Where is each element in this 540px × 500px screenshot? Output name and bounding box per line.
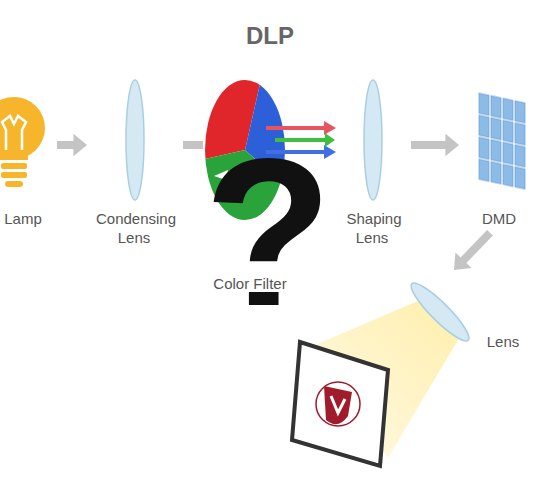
projection-lens-node: Lens — [398, 272, 536, 352]
component-label: Lamp — [2, 210, 44, 227]
component-label: Color Filter — [211, 275, 288, 292]
projection-lens — [405, 277, 474, 346]
dmd-chip — [478, 92, 526, 190]
component-label: DMD — [480, 210, 518, 227]
illustration-slot — [130, 75, 140, 210]
light-path-arrow — [183, 145, 203, 146]
arrow-head — [73, 134, 87, 156]
lamp-icon — [0, 97, 45, 187]
shaping-lens-node: Shaping Lens — [338, 75, 408, 248]
condensing-lens-node: Condensing Lens — [90, 75, 180, 248]
dmd-node: DMD — [462, 85, 536, 229]
color-filter-node: Color Filter — [198, 75, 302, 294]
light-path-arrow — [454, 233, 490, 270]
illustration-slot — [18, 85, 28, 210]
question-mark: ? — [204, 128, 332, 338]
illustration-slot — [398, 272, 478, 352]
light-path-arrow — [411, 134, 459, 156]
diagram-title: DLP — [220, 22, 320, 50]
lamp-node: Lamp — [0, 85, 54, 229]
arrow-shaft — [57, 141, 74, 149]
arrow-shaft — [463, 233, 490, 261]
illustration-slot — [368, 75, 378, 210]
component-label: Shaping Lens — [344, 210, 401, 246]
illustration-slot — [245, 75, 255, 275]
condensing-lens — [126, 80, 144, 200]
arrow-shaft — [183, 141, 203, 149]
shaping-lens — [364, 80, 382, 200]
light-path-arrow — [57, 134, 87, 156]
component-label: Lens — [485, 333, 522, 350]
illustration-slot — [494, 85, 504, 210]
arrow-head — [454, 252, 472, 270]
projection-screen — [292, 342, 388, 466]
arrow-head — [445, 134, 459, 156]
arrow-shaft — [411, 141, 446, 149]
component-label: Condensing Lens — [94, 210, 176, 246]
